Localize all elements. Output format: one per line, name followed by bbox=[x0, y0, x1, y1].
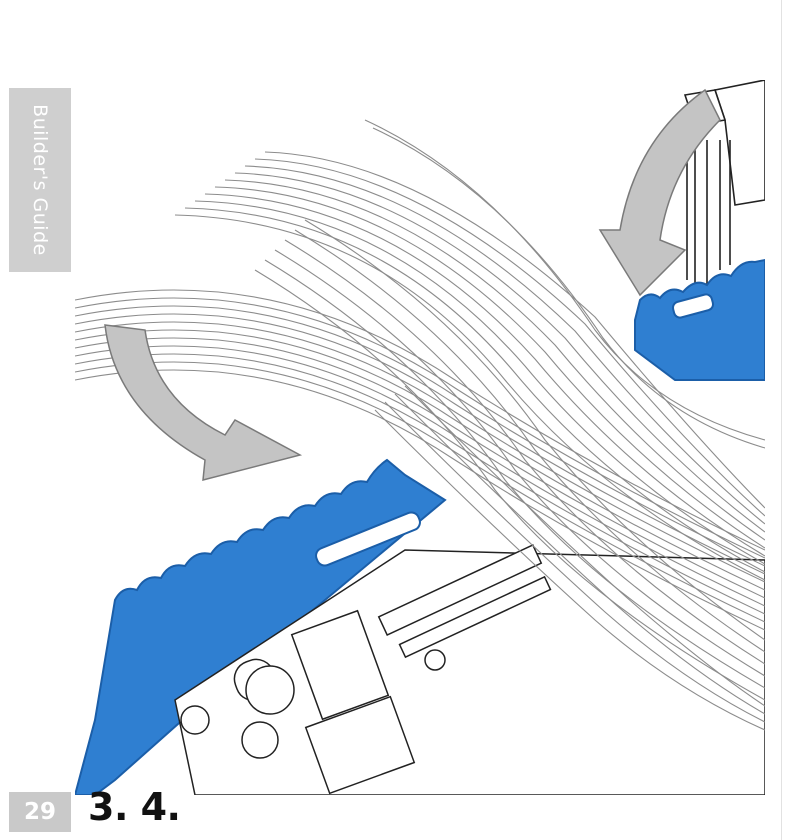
electronics-board bbox=[174, 544, 765, 795]
upper-blue-panel bbox=[634, 258, 765, 381]
page-edge-rule bbox=[781, 0, 782, 840]
lower-blue-panel bbox=[75, 458, 447, 795]
assembly-illustration bbox=[75, 80, 765, 795]
section-side-tab: Builder's Guide bbox=[9, 88, 71, 272]
fold-arrow-left bbox=[104, 324, 303, 481]
page-number: 29 bbox=[9, 792, 71, 832]
section-label: Builder's Guide bbox=[29, 104, 51, 256]
step-number: 3. 4. bbox=[88, 785, 181, 829]
fold-arrow-right bbox=[598, 88, 721, 297]
ribbon-cables bbox=[75, 119, 765, 731]
